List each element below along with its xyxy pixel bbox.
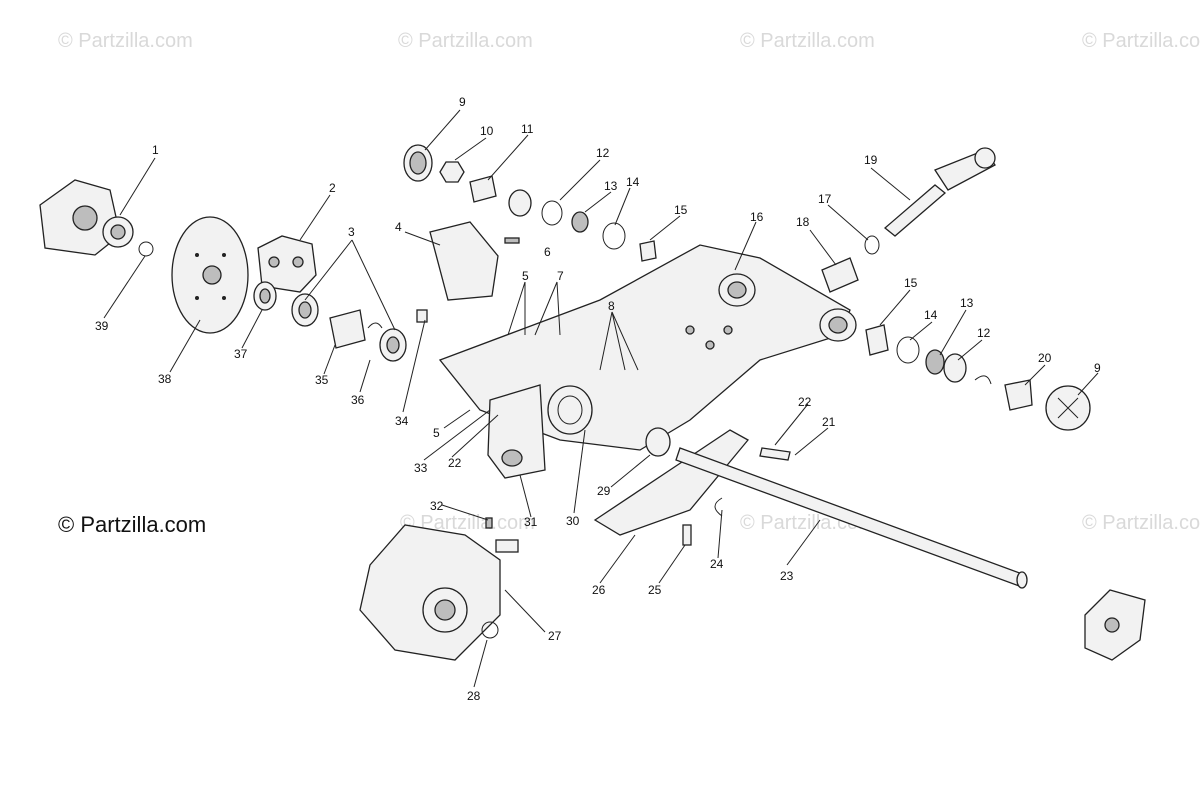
callout-21: 21 bbox=[822, 415, 836, 429]
callout-12: 12 bbox=[977, 326, 991, 340]
callout-31: 31 bbox=[524, 515, 538, 529]
callout-7: 7 bbox=[557, 269, 564, 283]
bracket-part bbox=[487, 384, 546, 479]
callout-13: 13 bbox=[604, 179, 618, 193]
callout-39: 39 bbox=[95, 319, 109, 333]
callout-labels: 1 2 3 4 5 5 6 7 8 9 9 10 11 12 12 13 13 … bbox=[95, 95, 1101, 703]
callout-27: 27 bbox=[548, 629, 562, 643]
brand-label: © Partzilla.com bbox=[58, 512, 207, 537]
watermark: © Partzilla.com bbox=[58, 30, 193, 52]
callout-5: 5 bbox=[433, 426, 440, 440]
callout-30: 30 bbox=[566, 514, 580, 528]
swing-arm-part bbox=[438, 244, 857, 457]
drive-housing-part bbox=[359, 517, 519, 661]
callout-3: 3 bbox=[348, 225, 355, 239]
hub-part bbox=[1084, 589, 1146, 661]
bearing-stack-left bbox=[253, 281, 428, 362]
callout-5: 5 bbox=[522, 269, 529, 283]
callout-28: 28 bbox=[467, 689, 481, 703]
bearing-stack-right bbox=[865, 324, 1091, 431]
callout-13: 13 bbox=[960, 296, 974, 310]
watermark: © Partzilla.com bbox=[398, 30, 533, 52]
watermark: © Partzilla.com bbox=[740, 30, 875, 52]
watermark: © Partzilla.com bbox=[400, 512, 535, 534]
drive-shaft-upper-part bbox=[883, 147, 996, 237]
left-cover-part bbox=[39, 179, 154, 257]
callout-26: 26 bbox=[592, 583, 606, 597]
callout-12: 12 bbox=[596, 146, 610, 160]
axle-part bbox=[675, 447, 1028, 589]
callout-19: 19 bbox=[864, 153, 878, 167]
brake-disc-part bbox=[171, 216, 249, 334]
callout-38: 38 bbox=[158, 372, 172, 386]
watermark: © Partzilla.com bbox=[1082, 30, 1200, 52]
callout-33: 33 bbox=[414, 461, 428, 475]
callout-8: 8 bbox=[608, 299, 615, 313]
callout-25: 25 bbox=[648, 583, 662, 597]
callout-4: 4 bbox=[395, 220, 402, 234]
callout-10: 10 bbox=[480, 124, 494, 138]
skid-plate-part bbox=[593, 429, 749, 536]
callout-34: 34 bbox=[395, 414, 409, 428]
callout-6: 6 bbox=[544, 245, 551, 259]
leader-lines bbox=[103, 109, 1099, 688]
callout-9: 9 bbox=[1094, 361, 1101, 375]
watermark: © Partzilla.com bbox=[1082, 512, 1200, 534]
callout-22: 22 bbox=[798, 395, 812, 409]
callout-17: 17 bbox=[818, 192, 832, 206]
upper-bearing-set bbox=[403, 144, 657, 262]
callout-29: 29 bbox=[597, 484, 611, 498]
callout-1: 1 bbox=[152, 143, 159, 157]
callout-15: 15 bbox=[904, 276, 918, 290]
callout-15: 15 bbox=[674, 203, 688, 217]
callout-35: 35 bbox=[315, 373, 329, 387]
callout-14: 14 bbox=[626, 175, 640, 189]
callout-22: 22 bbox=[448, 456, 462, 470]
callout-9: 9 bbox=[459, 95, 466, 109]
callout-2: 2 bbox=[329, 181, 336, 195]
callout-36: 36 bbox=[351, 393, 365, 407]
callout-24: 24 bbox=[710, 557, 724, 571]
callout-32: 32 bbox=[430, 499, 444, 513]
chain-guard-part bbox=[429, 221, 520, 301]
callout-14: 14 bbox=[924, 308, 938, 322]
callout-20: 20 bbox=[1038, 351, 1052, 365]
callout-18: 18 bbox=[796, 215, 810, 229]
callout-37: 37 bbox=[234, 347, 248, 361]
coupler-parts bbox=[821, 235, 880, 293]
callout-23: 23 bbox=[780, 569, 794, 583]
callout-16: 16 bbox=[750, 210, 764, 224]
callout-11: 11 bbox=[521, 122, 534, 136]
bolt-parts bbox=[682, 447, 791, 546]
